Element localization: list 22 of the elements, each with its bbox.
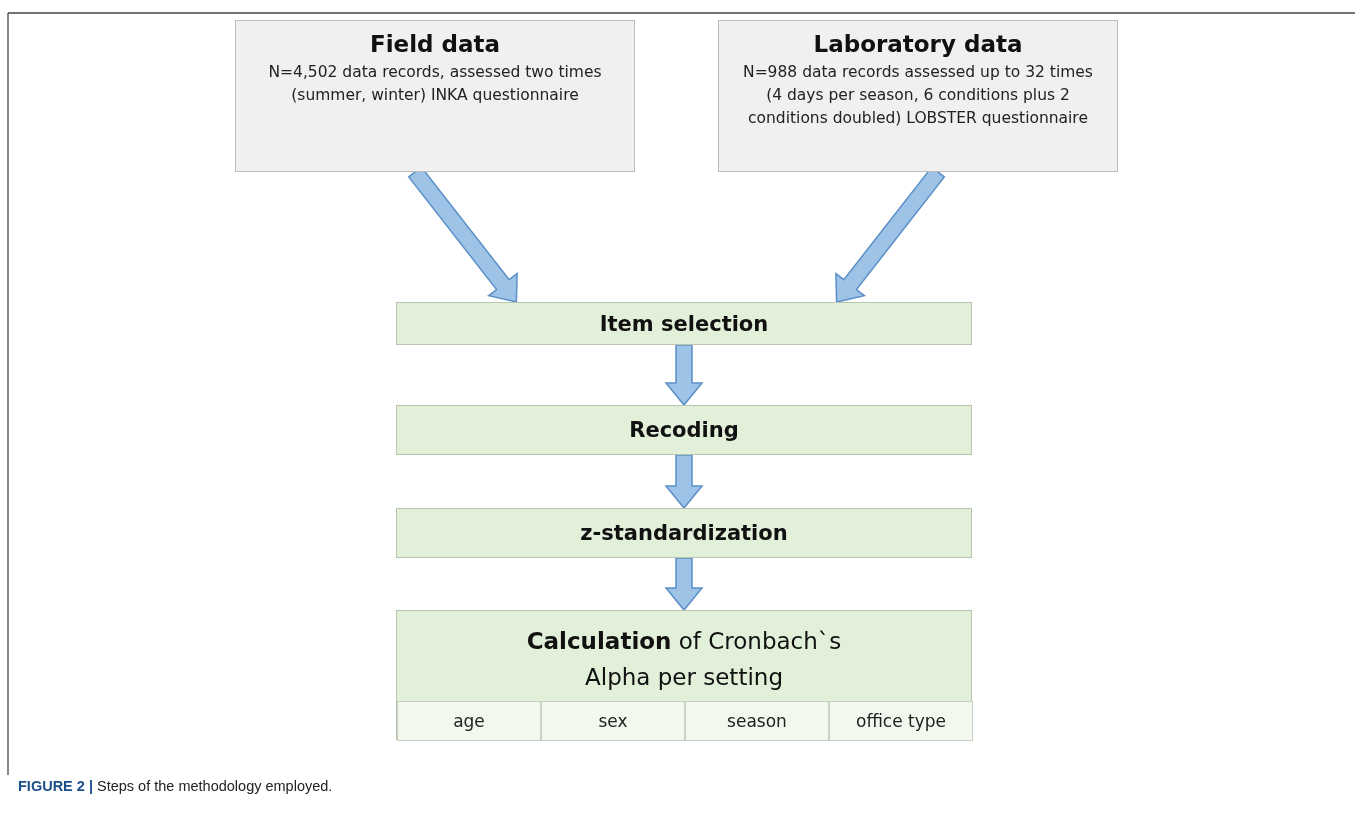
table-cell: office type (829, 701, 973, 741)
block-arrow (664, 344, 704, 407)
table-cell: sex (541, 701, 685, 741)
table-cell: season (685, 701, 829, 741)
block-arrow (664, 454, 704, 510)
process-box (396, 302, 972, 345)
block-arrow (664, 557, 704, 612)
figure-caption: FIGURE 2 | Steps of the methodology employed. (18, 778, 333, 794)
box-description: N=988 data records assessed up to 32 times (4 days per season, 6 conditions plus 2 conditions doubled) LOBSTER questionnaire (742, 62, 1094, 129)
box-description: N=4,502 data records, assessed two times (summer, winter) INKA questionnaire (267, 62, 603, 106)
process-box (396, 508, 972, 558)
box-heading: Field data (368, 31, 502, 57)
box-heading: Laboratory data (812, 31, 1024, 57)
step-label: Calculation of Cronbach`s Alpha per setting (525, 627, 843, 692)
step-label: Item selection (599, 311, 769, 336)
step-label: z-standardization (580, 521, 788, 545)
step-label: Recoding (629, 418, 739, 442)
table-cell: age (397, 701, 541, 741)
process-box (396, 610, 972, 740)
process-box (396, 405, 972, 455)
data-source-box (718, 20, 1118, 172)
data-source-box (235, 20, 635, 172)
